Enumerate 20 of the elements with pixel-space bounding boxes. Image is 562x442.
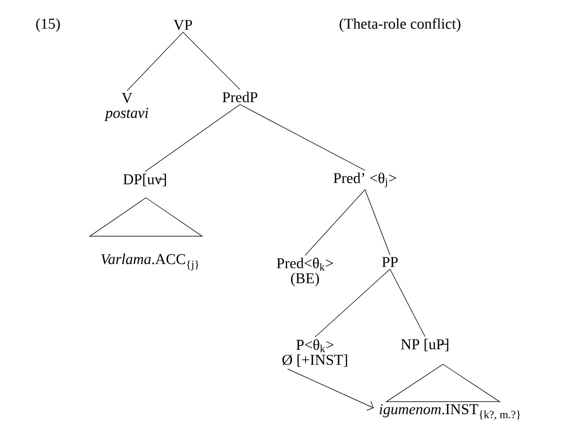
tree-branch	[390, 268, 426, 337]
tree-node-label: Pred’ <θ$_{j}$>	[334, 172, 396, 188]
tree-branch	[240, 104, 366, 171]
tree-node-label: PP	[382, 257, 398, 267]
tree-node-label: NP [uP̶]	[401, 338, 448, 352]
tree-node-label: DP[uv̶]	[123, 174, 166, 186]
tree-node-label: P<θ$_{k}$> Ø [+INST]	[282, 339, 348, 367]
tree-branch	[314, 268, 390, 338]
tree-branch	[304, 189, 366, 256]
tree-branch	[364, 189, 390, 256]
tree-node-label: VP	[174, 20, 192, 30]
tree-node-label: Pred<θ$_{k}$> (BE)	[276, 258, 333, 286]
tree-branch	[182, 32, 240, 90]
example-label: (15)	[36, 18, 60, 32]
tree-node-label: PredP	[222, 92, 258, 102]
tree-branch	[144, 104, 240, 172]
tree-branch	[126, 32, 184, 92]
example-label: (Theta-role conflict)	[340, 18, 460, 32]
tree-node-label: V postavi	[104, 93, 148, 122]
arrow	[287, 368, 374, 411]
